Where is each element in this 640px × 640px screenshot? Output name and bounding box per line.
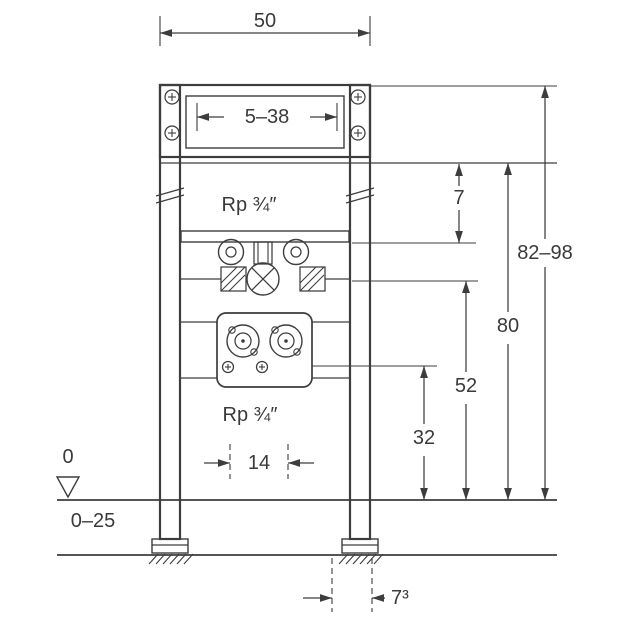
right-rail: [348, 83, 372, 541]
rail-break-marks: [155, 187, 375, 204]
dimension-spacing-14: [204, 444, 314, 479]
meter-holder: [253, 241, 273, 265]
dim-label-height-80: 80: [497, 315, 519, 337]
mixer-connection-left: [226, 324, 260, 358]
valve-left: [217, 238, 245, 266]
dim-label-spacing-14: 14: [248, 452, 270, 474]
screw-icon: [164, 89, 180, 105]
mounting-plate: [180, 312, 350, 388]
corner-screws: [164, 89, 366, 141]
dim-label-foot-depth: 7³: [391, 587, 409, 609]
reference-lines: [160, 85, 557, 367]
foot-left: [148, 538, 194, 565]
adjustable-sleeve: [185, 95, 345, 149]
screw-icon: [164, 125, 180, 141]
dim-label-height-52: 52: [455, 375, 477, 397]
plate-screw-icon: [221, 360, 235, 374]
ground-lines: [57, 499, 557, 556]
dim-label-offset-7: 7: [453, 187, 464, 209]
datum-symbol: [55, 476, 81, 499]
tap-bracket: [180, 230, 350, 266]
dim-label-height-total: 82–98: [517, 242, 573, 264]
floor-range-label: 0–25: [71, 510, 116, 532]
mixer-connection-right: [269, 324, 303, 358]
hatch-block-left: [220, 266, 247, 292]
datum-label: 0: [62, 446, 73, 468]
dimension-foot-depth: [303, 558, 385, 612]
dim-label-height-32: 32: [413, 427, 435, 449]
dim-label-width-top: 50: [254, 10, 276, 32]
datum-triangle-icon: [55, 476, 81, 499]
hatch-block-right: [299, 266, 326, 292]
dimension-width-top: [159, 16, 371, 46]
valve-right: [282, 238, 310, 266]
top-crossbar: [158, 83, 372, 159]
foot-right: [338, 538, 384, 565]
thread-label-top: Rp ¾″: [222, 194, 277, 216]
water-connection: [180, 262, 350, 296]
dimension-adjustment: [196, 103, 338, 131]
dim-label-adjustment: 5–38: [245, 106, 290, 128]
thread-label-bottom: Rp ¾″: [223, 404, 278, 426]
screw-icon: [350, 125, 366, 141]
left-rail: [158, 83, 182, 541]
plate-screw-icon: [255, 360, 269, 374]
screw-icon: [350, 89, 366, 105]
